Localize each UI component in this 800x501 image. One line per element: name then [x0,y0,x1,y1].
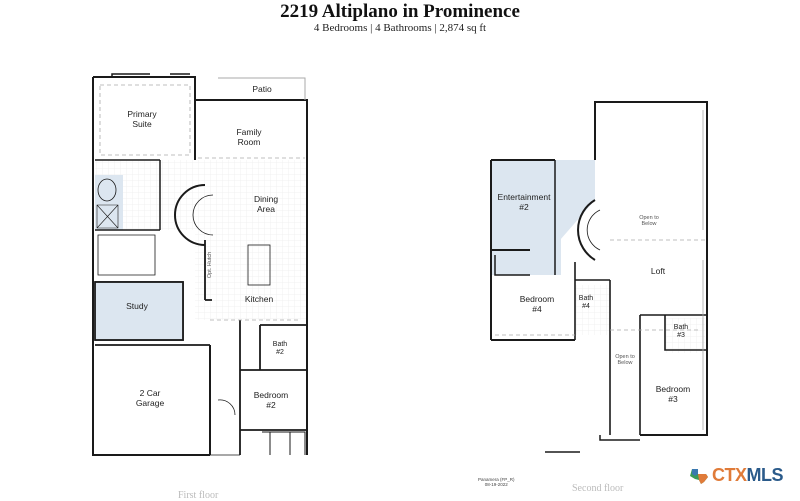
entertainment-highlight [491,160,561,275]
first-floor-caption: First floor [178,490,219,501]
room-label-garage: 2 Car Garage [135,388,165,408]
room-label-bedroom-3: Bedroom #3 [655,384,691,404]
room-label-primary-suite: Primary Suite [127,109,157,129]
room-label-dining-area: Dining Area [253,194,279,214]
second-floor-plan [490,101,708,453]
second-floor-caption: Second floor [572,483,624,494]
tiled-floor-area [195,160,307,320]
room-label-bath-4: Bath #4 [578,295,594,310]
tiled-bath-area [575,285,610,335]
room-label-bath-2: Bath #2 [272,341,288,356]
room-label-loft: Loft [650,266,666,276]
room-label-opt-hutch: Opt. Hutch [207,251,213,279]
page-title: 2219 Altiplano in Prominence [280,1,520,22]
room-label-kitchen: Kitchen [244,294,274,304]
room-label-bedroom-4: Bedroom #4 [519,294,555,314]
room-label-bath-3: Bath #3 [673,324,689,339]
logo-mls-text: MLS [746,465,784,485]
texas-map-icon [690,468,708,484]
room-label-patio: Patio [252,84,272,94]
first-floor-plan [92,73,308,456]
page-subtitle: 4 Bedrooms | 4 Bathrooms | 2,874 sq ft [313,22,487,34]
room-label-entertainment-2: Entertainment #2 [497,192,551,212]
room-label-study: Study [126,301,148,311]
tiled-bath-area [665,318,705,353]
room-label-open-to-below-2: Open to Below [615,354,635,366]
room-label-open-to-below: Open to Below [639,215,659,227]
logo-ctx-text: CTX [712,465,747,485]
study-highlight [94,281,184,341]
plan-stamp: Panamera (FP_R) 08-19-2022 [478,477,515,487]
tub-highlight [95,175,123,230]
room-label-bedroom-2: Bedroom #2 [253,390,289,410]
ctxmls-logo: CTXMLS [688,465,783,486]
room-label-family-room: Family Room [236,127,262,147]
